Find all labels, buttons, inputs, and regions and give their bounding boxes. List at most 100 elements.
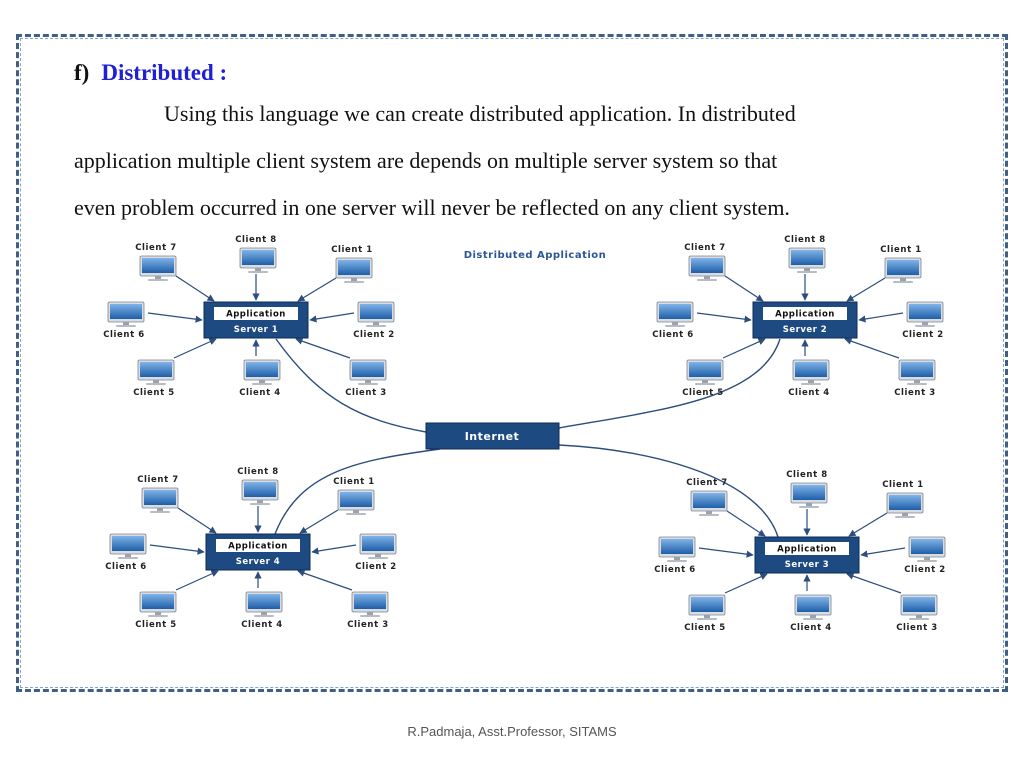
client-node: Client 8: [786, 470, 828, 536]
client-label: Client 8: [237, 467, 279, 477]
client-node: Client 2: [860, 536, 946, 575]
client-label: Client 5: [684, 623, 726, 633]
client-label: Client 1: [882, 480, 924, 490]
client-server-arrow: [309, 312, 355, 323]
client-server-arrow: [858, 312, 904, 323]
server-type-label: Application: [228, 542, 288, 552]
client-label: Client 4: [239, 388, 281, 398]
client-label: Client 7: [686, 478, 728, 488]
client-server-arrow: [722, 338, 766, 359]
internet-links: [274, 338, 781, 538]
client-node: Client 3: [295, 337, 387, 398]
client-node: Client 4: [239, 339, 281, 398]
client-label: Client 4: [788, 388, 830, 398]
client-label: Client 2: [902, 330, 944, 340]
server-internet-link: [558, 444, 779, 538]
client-server-arrow: [299, 509, 339, 534]
client-node: Client 6: [105, 533, 205, 572]
client-label: Client 7: [135, 243, 177, 253]
client-label: Client 8: [235, 235, 277, 245]
client-node: Client 1: [846, 245, 922, 302]
client-label: Client 6: [652, 330, 694, 340]
client-server-arrow: [726, 510, 766, 537]
client-server-arrow: [848, 512, 888, 537]
client-label: Client 4: [241, 620, 283, 630]
client-label: Client 5: [682, 388, 724, 398]
client-server-arrow: [173, 338, 217, 359]
client-node: Client 6: [652, 301, 752, 340]
client-label: Client 1: [880, 245, 922, 255]
client-node: Client 6: [654, 536, 754, 575]
client-server-arrow: [297, 277, 337, 302]
client-node: Client 4: [788, 339, 830, 398]
client-server-arrow: [696, 312, 752, 323]
client-label: Client 2: [353, 330, 395, 340]
server-type-label: Application: [226, 310, 286, 320]
client-label: Client 8: [784, 235, 826, 245]
client-node: Client 5: [682, 338, 766, 398]
client-server-arrow: [311, 544, 357, 555]
client-node: Client 6: [103, 301, 203, 340]
client-node: Client 5: [133, 338, 217, 398]
client-server-arrow: [175, 275, 215, 302]
diagram-title: Distributed Application: [464, 250, 607, 261]
client-server-arrow: [846, 572, 902, 594]
client-label: Client 2: [355, 562, 397, 572]
client-node: Client 4: [790, 574, 832, 633]
client-label: Client 6: [105, 562, 147, 572]
client-node: Client 2: [858, 301, 944, 340]
client-label: Client 7: [684, 243, 726, 253]
server-internet-link: [274, 448, 441, 535]
internet-label: Internet: [465, 430, 520, 443]
client-label: Client 5: [133, 388, 175, 398]
server-internet-link: [558, 338, 781, 429]
client-node: Client 7: [137, 475, 217, 534]
client-node: Client 2: [309, 301, 395, 340]
client-node: Client 4: [241, 571, 283, 630]
client-node: Client 3: [846, 572, 938, 633]
slide-frame-outer: [16, 34, 1008, 692]
client-label: Client 6: [103, 330, 145, 340]
client-server-arrow: [295, 337, 351, 359]
server-name-label: Server 4: [236, 557, 280, 567]
slide-frame-inner: [20, 38, 1004, 688]
client-node: Client 8: [235, 235, 277, 301]
client-node: Client 7: [135, 243, 215, 302]
client-server-arrow: [175, 570, 219, 591]
server-internet-link: [275, 338, 427, 433]
client-server-arrow: [844, 337, 900, 359]
client-label: Client 6: [654, 565, 696, 575]
client-server-arrow: [177, 507, 217, 534]
client-label: Client 3: [894, 388, 936, 398]
paragraph-line-1: Using this language we can create distri…: [164, 101, 796, 126]
client-label: Client 7: [137, 475, 179, 485]
server-name-label: Server 1: [234, 325, 278, 335]
server-name-label: Server 3: [785, 560, 829, 570]
client-node: Client 7: [684, 243, 764, 302]
server-type-label: Application: [775, 310, 835, 320]
client-server-arrow: [846, 277, 886, 302]
client-server-arrow: [698, 547, 754, 558]
section-heading: f)Distributed :: [74, 60, 227, 86]
client-node: Client 1: [299, 477, 375, 534]
client-server-arrow: [147, 312, 203, 323]
client-label: Client 3: [347, 620, 389, 630]
client-label: Client 4: [790, 623, 832, 633]
client-node: Client 1: [848, 480, 924, 537]
client-label: Client 3: [345, 388, 387, 398]
client-server-arrow: [297, 569, 353, 591]
client-server-arrow: [724, 573, 768, 594]
client-node: Client 7: [686, 478, 766, 537]
client-label: Client 1: [333, 477, 375, 487]
server-type-label: Application: [777, 545, 837, 555]
client-server-arrow: [724, 275, 764, 302]
client-label: Client 5: [135, 620, 177, 630]
client-node: Client 8: [784, 235, 826, 301]
client-node: Client 8: [237, 467, 279, 533]
